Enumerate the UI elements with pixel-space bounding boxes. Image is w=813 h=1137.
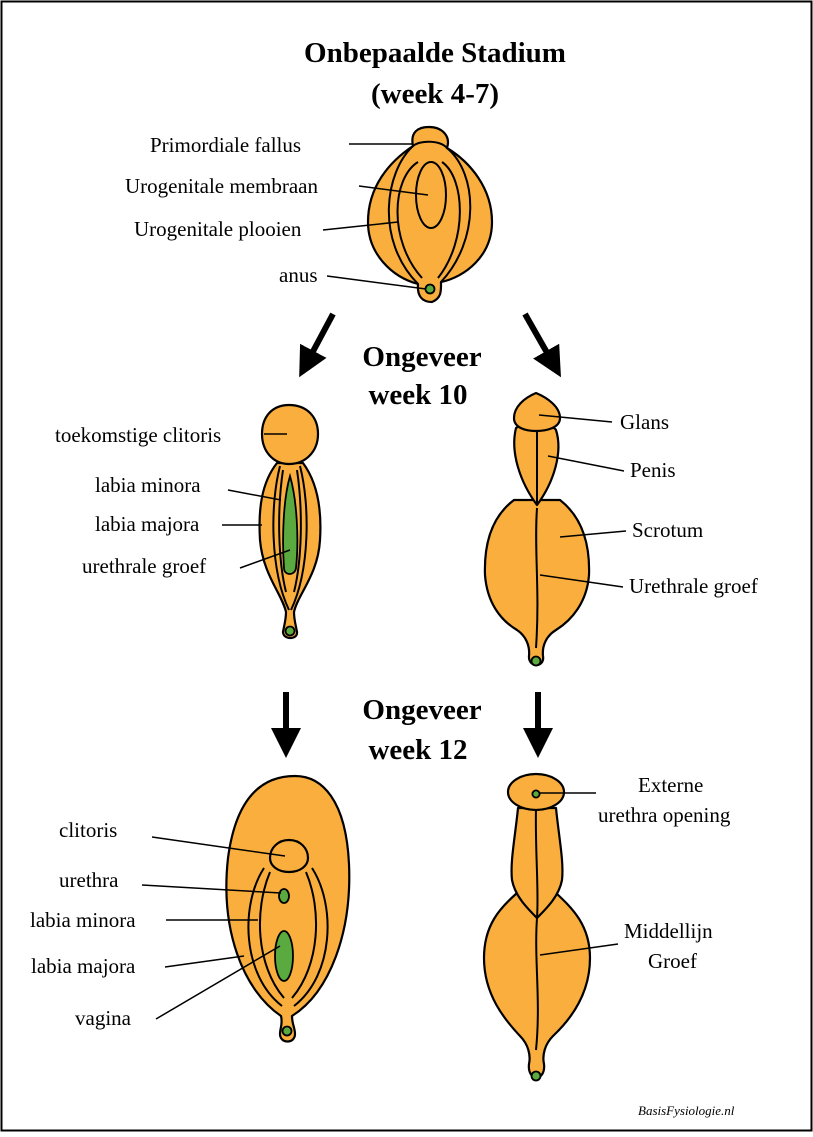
leader-glans xyxy=(538,414,613,423)
label-labia-minora-w12: labia minora xyxy=(30,908,136,932)
leader-urogenital-membrane xyxy=(358,185,429,196)
female-week10-figure xyxy=(258,403,322,640)
indifferent-genitalia-figure xyxy=(366,125,494,304)
label-urethral-groove-male: Urethrale groef xyxy=(629,574,758,598)
label-glans: Glans xyxy=(620,410,669,434)
leader-clitoris xyxy=(151,836,286,857)
leader-penis xyxy=(547,455,625,472)
leader-vagina xyxy=(155,945,281,1020)
leader-labia-minora-w10 xyxy=(227,489,282,501)
stage3-title-line1: Ongeveer xyxy=(362,694,481,726)
leader-urethra xyxy=(141,884,282,894)
leader-midline-groove xyxy=(539,943,619,956)
leader-scrotum xyxy=(559,530,627,538)
stage2-title-line1: Ongeveer xyxy=(362,341,481,373)
label-external-urethral-opening-line1: Externe xyxy=(638,773,703,797)
male-week10-figure xyxy=(483,391,591,667)
male-week12-figure xyxy=(482,772,592,1082)
label-vagina: vagina xyxy=(75,1006,132,1030)
male-week10-anus xyxy=(530,655,542,667)
arrow-to-male-week10 xyxy=(522,312,561,378)
label-urogenital-membrane: Urogenitale membraan xyxy=(125,174,318,198)
label-clitoris: clitoris xyxy=(59,818,117,842)
stage1-title-line1: Onbepaalde Stadium xyxy=(304,37,566,69)
label-anus: anus xyxy=(279,263,318,287)
label-labia-majora-w10: labia majora xyxy=(95,512,200,536)
label-future-clitoris: toekomstige clitoris xyxy=(55,423,221,447)
female-week10-anus xyxy=(284,625,296,637)
leader-labia-majora-w12 xyxy=(164,955,245,968)
label-labia-minora-w10: labia minora xyxy=(95,473,201,497)
label-urethral-groove-w10: urethrale groef xyxy=(82,554,206,578)
watermark: BasisFysiologie.nl xyxy=(638,1103,735,1118)
label-primordial-phallus: Primordiale fallus xyxy=(150,133,301,157)
label-midline-groove-line1: Middellijn xyxy=(624,919,713,943)
female-week12-figure xyxy=(225,774,351,1043)
leader-urogenital-folds xyxy=(322,221,399,231)
stage1-title-line2: (week 4-7) xyxy=(371,78,499,110)
female-week12-urethra-opening xyxy=(278,888,290,904)
leader-anus xyxy=(326,275,427,290)
urogenital-membrane-shape xyxy=(415,161,447,229)
male-week12-urethral-opening xyxy=(531,789,541,799)
female-week12-vagina-opening xyxy=(274,930,294,982)
male-week12-anus xyxy=(530,1070,542,1082)
female-week12-anus xyxy=(281,1025,293,1037)
label-scrotum: Scrotum xyxy=(632,518,703,542)
leader-urethral-groove-w10 xyxy=(239,549,291,569)
label-labia-majora-w12: labia majora xyxy=(31,954,136,978)
indifferent-anus-opening xyxy=(424,283,436,295)
female-week10-urethral-groove-shape xyxy=(282,472,299,575)
arrow-to-female-week10 xyxy=(299,312,336,378)
stage3-title-line2: week 12 xyxy=(368,734,467,766)
leader-urethral-groove-male xyxy=(539,574,624,588)
label-urethra: urethra xyxy=(59,868,119,892)
label-urogenital-folds: Urogenitale plooien xyxy=(134,217,302,241)
label-external-urethral-opening-line2: urethra opening xyxy=(598,803,731,827)
stage2-title-line2: week 10 xyxy=(368,379,467,411)
label-penis: Penis xyxy=(630,458,676,482)
label-midline-groove-line2: Groef xyxy=(648,949,697,973)
